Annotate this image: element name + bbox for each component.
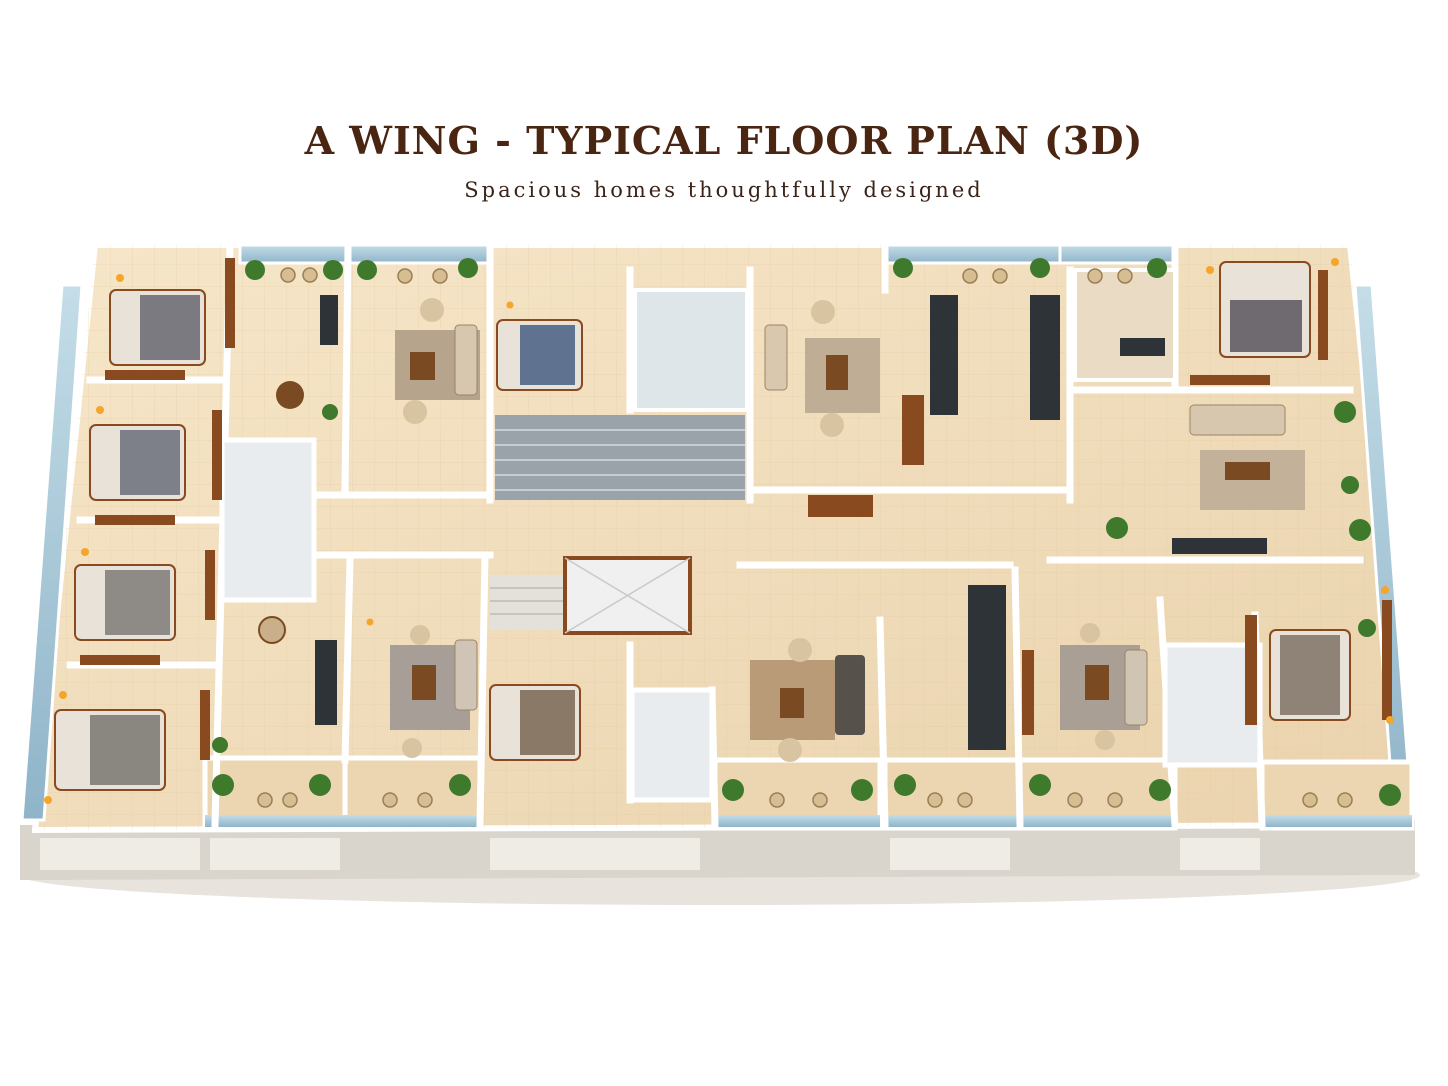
kitchen-counters — [315, 295, 1267, 750]
living-rooms — [390, 324, 1305, 740]
bathrooms — [219, 268, 1263, 803]
staircase-top — [495, 288, 749, 500]
staircase-bottom — [490, 556, 692, 635]
page-title: A WING - TYPICAL FLOOR PLAN (3D) — [304, 118, 1144, 163]
dining-sets — [258, 298, 1115, 762]
page-subtitle: Spacious homes thoughtfully designed — [464, 178, 984, 202]
bedside-lamps — [44, 258, 1394, 804]
beds — [54, 261, 1351, 791]
balcony-chairs — [257, 267, 1353, 808]
left-glass-facade — [20, 283, 84, 822]
potted-plants — [212, 258, 1401, 806]
wood-cabinetry — [80, 258, 1392, 760]
front-slab — [20, 820, 1415, 880]
